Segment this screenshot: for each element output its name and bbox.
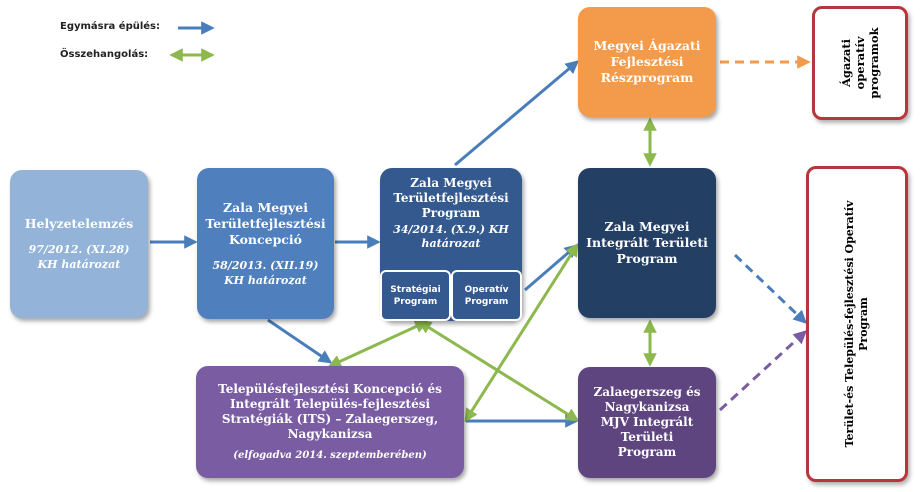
strategic-program-box: Stratégiai Program [380,270,451,321]
mjv-title: Zalaegerszeg és Nagykanizsa MJV Integrál… [593,385,701,459]
agazati-op-output-label: Ágazati operatív programok [839,27,881,99]
arrow-program-agazati [454,60,580,167]
arrow-mjv-output [718,330,807,412]
koncepcio-sub: 58/2013. (XII.19) KH határozat [212,258,319,287]
helyzetelemzes-title: Helyzetelemzés [24,216,134,231]
helyzetelemzes-box: Helyzetelemzés 97/2012. (XI.28) KH határ… [10,170,148,318]
agazati-box: Megyei Ágazati Fejlesztési Részprogram [578,7,716,117]
koncepcio-box: Zala Megyei Területfejlesztési Koncepció… [197,168,334,319]
arrow-koncepcio-telepules [267,318,333,364]
legend-build-label: Egymásra épülés: [60,21,161,32]
integralt-title: Zala Megyei Integrált Területi Program [586,219,708,266]
helyzetelemzes-sub: 97/2012. (XI.28) KH határozat [28,243,130,271]
top-output-label: Terület-és Település-fejlesztési Operatí… [843,200,870,448]
operative-program-box: Operatív Program [451,270,522,321]
telepules-sub: (elfogadva 2014. szeptemberében) [233,449,427,461]
top-output-box: Terület-és Település-fejlesztési Operatí… [806,166,908,482]
arrow-program-mjv [417,320,580,422]
telepules-box: Településfejlesztési Koncepció és Integr… [196,366,464,478]
telepules-title: Településfejlesztési Koncepció és Integr… [218,381,442,441]
arrow-integralt-output [733,253,807,324]
agazati-title: Megyei Ágazati Fejlesztési Részprogram [593,38,701,85]
mjv-box: Zalaegerszeg és Nagykanizsa MJV Integrál… [578,367,716,478]
program-sub: 34/2014. (X.9.) KH határozat [393,223,509,250]
program-title: Zala Megyei Területfejlesztési Program [393,176,509,220]
koncepcio-title: Zala Megyei Területfejlesztési Koncepció [205,199,326,247]
arrow-program-integralt [524,244,579,292]
agazati-op-output-box: Ágazati operatív programok [812,6,908,120]
legend-coord-label: Összehangolás: [60,49,149,60]
integralt-box: Zala Megyei Integrált Területi Program [578,168,716,318]
arrow-program-telepules [327,320,429,368]
